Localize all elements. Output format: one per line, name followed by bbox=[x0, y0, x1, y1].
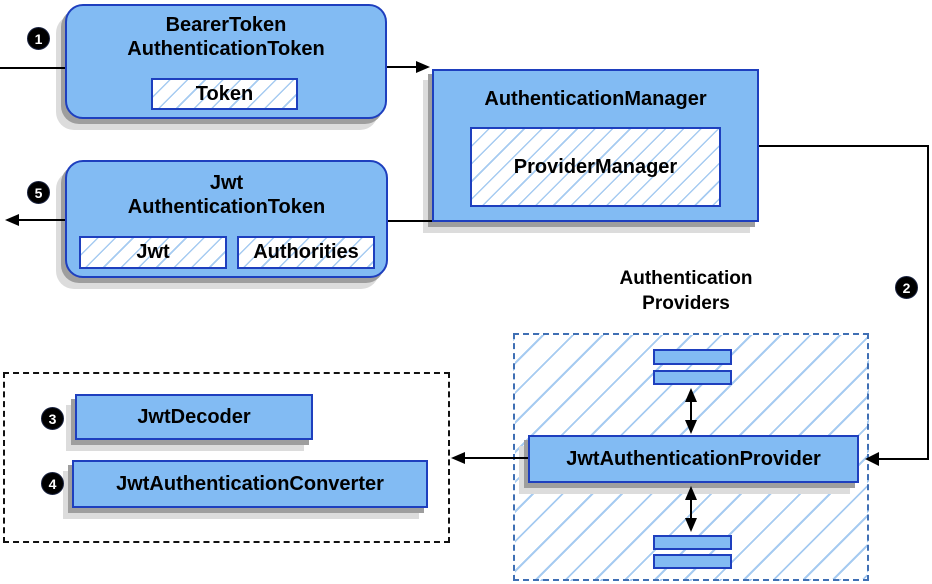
providers-group-label: Authentication Providers bbox=[586, 266, 786, 316]
chip-provider-manager-label: ProviderManager bbox=[513, 155, 678, 178]
chip-jwt-label: Jwt bbox=[136, 241, 170, 263]
provider-stack-bar-bottom-1 bbox=[653, 535, 732, 550]
node-jwt-decoder: JwtDecoder bbox=[75, 394, 313, 440]
arrowhead-into-manager bbox=[416, 61, 430, 73]
step-badge-5: 5 bbox=[27, 181, 50, 204]
jwt-authentication-provider-label: JwtAuthenticationProvider bbox=[566, 447, 821, 470]
providers-group-label-line2: Providers bbox=[642, 293, 730, 314]
step-badge-1-number: 1 bbox=[34, 30, 43, 47]
bearer-token-title-line1: BearerToken bbox=[165, 14, 287, 36]
node-jwt-authentication-provider: JwtAuthenticationProvider bbox=[528, 435, 859, 483]
jwt-token-title-line2: AuthenticationToken bbox=[127, 196, 326, 218]
step-badge-4: 4 bbox=[41, 472, 64, 495]
chip-token-label: Token bbox=[195, 82, 254, 105]
decoder-group-region bbox=[3, 372, 450, 543]
providers-group-label-line1: Authentication bbox=[619, 268, 753, 289]
authentication-manager-title: AuthenticationManager bbox=[484, 88, 707, 110]
jwt-token-title-line1: Jwt bbox=[209, 172, 244, 194]
bearer-token-title-line2: AuthenticationToken bbox=[127, 38, 325, 60]
chip-authorities-label: Authorities bbox=[253, 241, 359, 263]
chip-token: Token bbox=[151, 78, 298, 110]
provider-stack-bar-top-1 bbox=[653, 349, 732, 365]
chip-provider-manager: ProviderManager bbox=[470, 127, 721, 207]
step-badge-4-number: 4 bbox=[48, 475, 57, 492]
provider-stack-bar-top-2 bbox=[653, 370, 732, 385]
node-jwt-authentication-converter: JwtAuthenticationConverter bbox=[72, 460, 428, 508]
step-badge-1: 1 bbox=[27, 27, 50, 50]
jwt-authentication-converter-label: JwtAuthenticationConverter bbox=[116, 472, 384, 495]
chip-authorities: Authorities bbox=[237, 236, 375, 269]
step-badge-3: 3 bbox=[41, 407, 64, 430]
chip-jwt: Jwt bbox=[79, 236, 227, 269]
step-badge-3-number: 3 bbox=[48, 410, 57, 427]
step-badge-5-number: 5 bbox=[34, 184, 43, 201]
arrowhead-into-decoder-group bbox=[451, 452, 465, 464]
arrowhead-outgoing bbox=[5, 214, 19, 226]
step-badge-2-number: 2 bbox=[902, 279, 911, 296]
provider-stack-bar-bottom-2 bbox=[653, 554, 732, 569]
jwt-decoder-label: JwtDecoder bbox=[137, 405, 251, 428]
step-badge-2: 2 bbox=[895, 276, 918, 299]
